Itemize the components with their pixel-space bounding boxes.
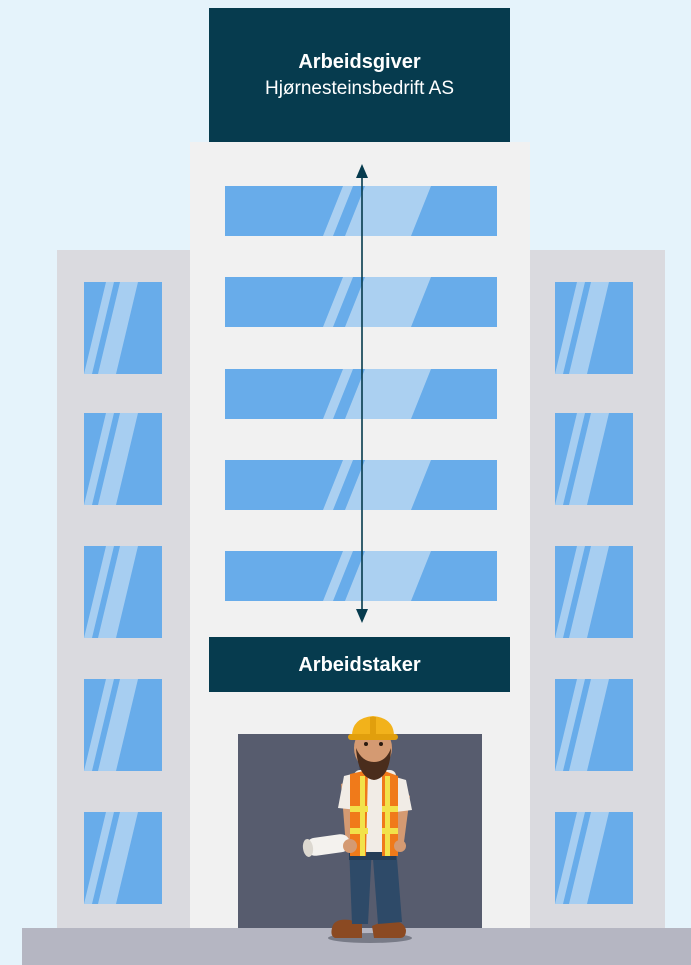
two-way-arrow-icon bbox=[356, 164, 368, 623]
employer-box: Arbeidsgiver Hjørnesteinsbedrift AS bbox=[209, 8, 510, 142]
employer-company-name: Hjørnesteinsbedrift AS bbox=[264, 78, 455, 99]
employee-title: Arbeidstaker bbox=[298, 653, 421, 676]
construction-worker-icon bbox=[302, 716, 412, 943]
employer-title: Arbeidsgiver bbox=[298, 51, 421, 73]
employee-box: Arbeidstaker bbox=[209, 637, 510, 692]
